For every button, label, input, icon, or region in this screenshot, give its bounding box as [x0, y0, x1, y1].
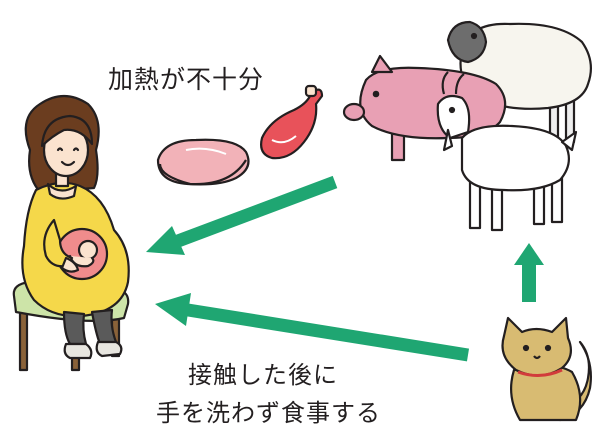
arrow-cat-to-animals — [514, 243, 544, 302]
cat-illustration — [501, 316, 592, 422]
steak-meat-illustration — [156, 138, 250, 186]
leg-of-meat-illustration — [260, 84, 324, 160]
pregnant-woman-illustration — [12, 94, 130, 372]
arrow-cat-to-woman — [155, 293, 470, 362]
undercooked-meat-caption: 加熱が不十分 — [108, 65, 265, 94]
arrow-animals-to-woman — [146, 175, 338, 255]
after-contact-caption-line-1: 接触した後に — [188, 361, 338, 389]
goat-illustration — [436, 71, 578, 232]
after-contact-caption-line-2: 手を洗わず食事する — [156, 399, 381, 427]
